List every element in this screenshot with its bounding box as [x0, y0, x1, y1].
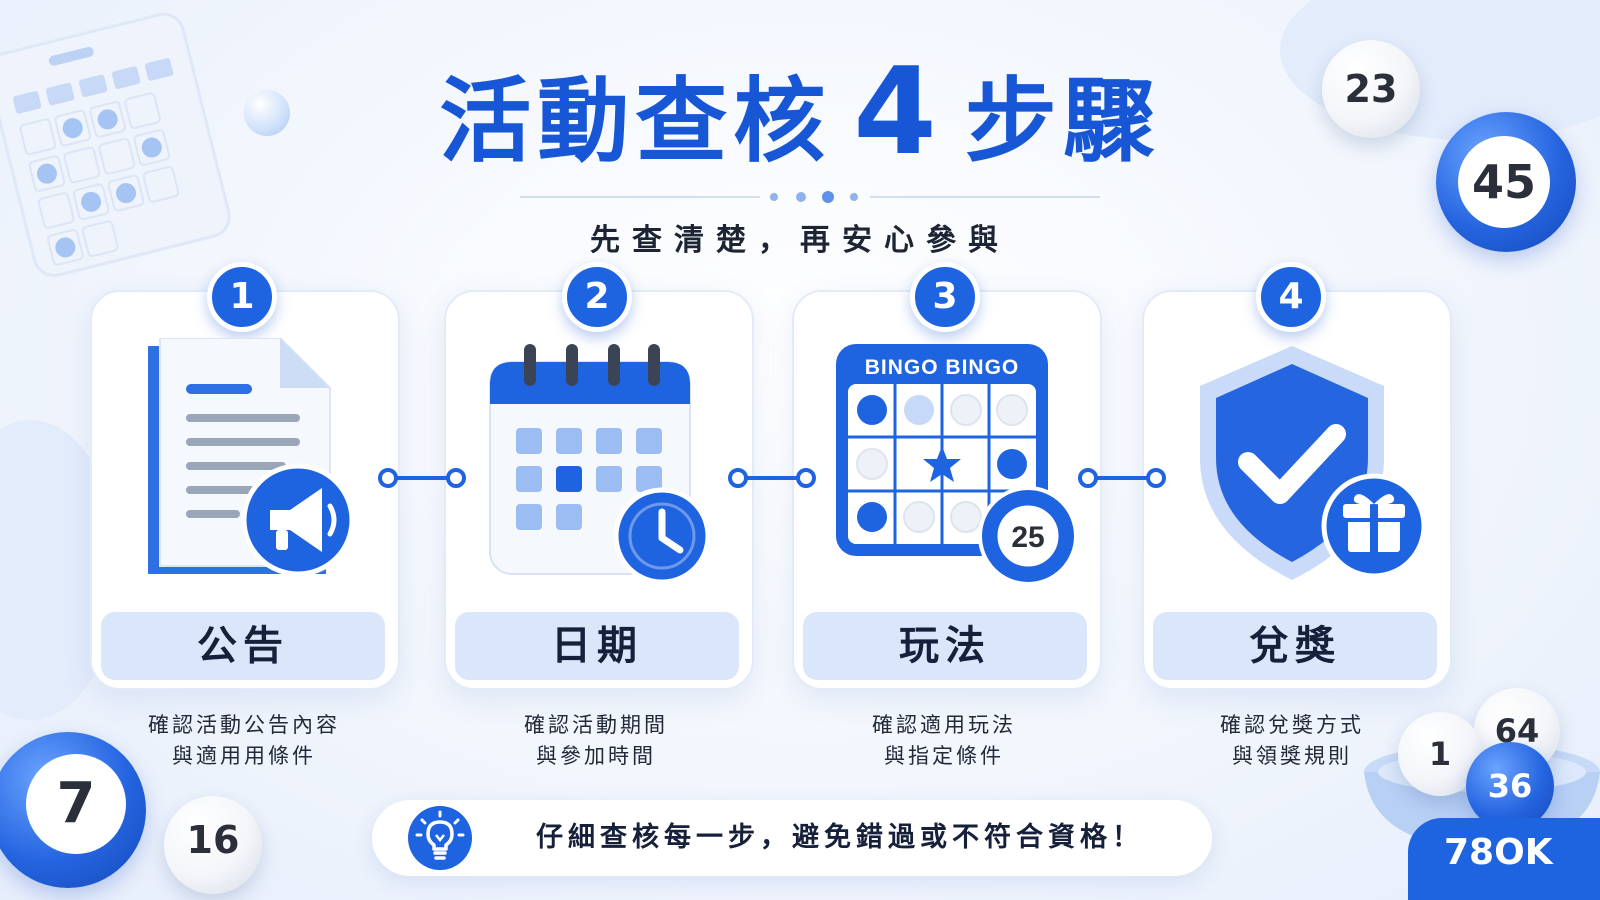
- lottery-ball-36: 36: [1466, 742, 1554, 830]
- step-description-4: 確認兌獎方式與領獎規則: [1220, 713, 1364, 768]
- step-connector: [728, 468, 816, 488]
- lottery-ball-45: 45: [1436, 112, 1576, 252]
- step-label-2: 日期: [455, 612, 739, 680]
- shield-check-gift-icon: [1200, 346, 1427, 580]
- lottery-ball-16: 16: [164, 796, 262, 894]
- step-badge-1: 1: [207, 262, 277, 332]
- step-label-1: 公告: [101, 612, 385, 680]
- step-badge-2: 2: [562, 262, 632, 332]
- title-divider-right: [870, 196, 1100, 198]
- step-badge-4: 4: [1256, 262, 1326, 332]
- tip-text: 仔細查核每一步，避免錯過或不符合資格！: [536, 822, 1144, 853]
- calendar-clock-icon: [489, 344, 711, 585]
- title-divider-dots: [770, 191, 862, 203]
- bingo-header-text: BINGO BINGO: [865, 356, 1020, 379]
- bingo-ball-number: 25: [1011, 521, 1044, 554]
- title-divider-left: [520, 196, 760, 198]
- step-description-2: 確認活動期間與參加時間: [524, 713, 668, 768]
- step-description-1: 確認活動公告內容與適用用條件: [148, 713, 340, 768]
- step-description-3: 確認適用玩法與指定條件: [872, 713, 1016, 768]
- lottery-ball-23: 23: [1322, 40, 1420, 138]
- decorative-bubble: [244, 90, 290, 136]
- step-badge-3: 3: [910, 262, 980, 332]
- step-connector: [1078, 468, 1166, 488]
- step-connector: [378, 468, 466, 488]
- announcement-document-icon: [148, 338, 355, 577]
- lottery-ball-7: 7: [0, 732, 146, 888]
- page-subtitle: 先查清楚，再安心參與: [590, 223, 1010, 258]
- decorative-bingo-card: [0, 12, 231, 277]
- tip-banner: 仔細查核每一步，避免錯過或不符合資格！: [372, 800, 1212, 876]
- brand-logo: 78OK: [1408, 818, 1600, 900]
- step-label-3: 玩法: [803, 612, 1087, 680]
- bingo-card-icon: BINGO BINGO 25: [836, 344, 1078, 586]
- step-label-4: 兌獎: [1153, 612, 1437, 680]
- lightbulb-icon: [408, 806, 472, 870]
